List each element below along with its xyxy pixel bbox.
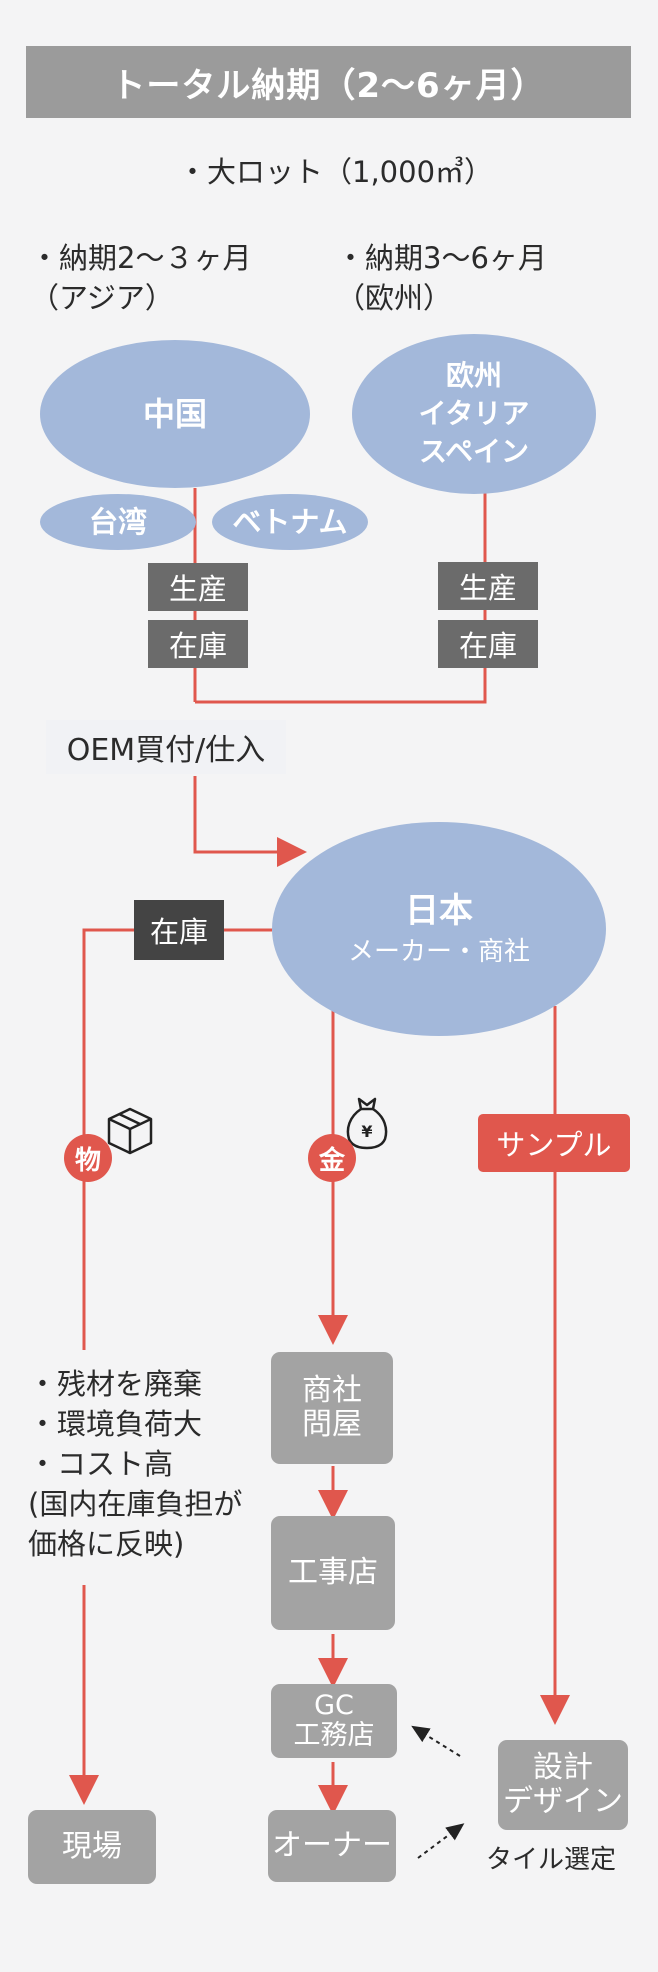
owner-label: オーナー [272, 1828, 392, 1863]
site-label: 現場 [62, 1829, 122, 1864]
china-production-tag: 生産 [148, 563, 248, 611]
japan-subtitle: メーカー・商社 [347, 937, 530, 967]
issue-line4: (国内在庫負担が [28, 1487, 243, 1521]
europe-ellipse: 欧州 イタリア スペイン [352, 334, 596, 494]
import-arrow [193, 776, 307, 867]
design-line2: デザイン [503, 1784, 623, 1819]
china-ellipse: 中国 [40, 340, 310, 488]
lead-time-europe-line2: （欧州） [336, 281, 453, 315]
design-box: 設計 デザイン [498, 1740, 628, 1830]
europe-production-tag: 生産 [438, 562, 538, 610]
europe-label-line3: スペイン [418, 435, 530, 468]
europe-label-line1: 欧州 [445, 359, 502, 392]
page-title: トータル納期（2〜6ヶ月） [111, 65, 546, 106]
box-icon [102, 1102, 158, 1158]
site-box: 現場 [28, 1810, 156, 1884]
oem-purchase-label: OEM買付/仕入 [46, 720, 286, 774]
money-badge: 金 [308, 1134, 356, 1182]
japan-title: 日本 [405, 891, 473, 931]
issue-line3: ・コスト高 [28, 1447, 174, 1481]
gc-line1: GC [314, 1690, 354, 1721]
vietnam-label: ベトナム [232, 505, 348, 539]
gc-line2: 工務店 [293, 1720, 375, 1751]
goods-badge: 物 [64, 1134, 112, 1182]
vietnam-ellipse: ベトナム [212, 494, 368, 550]
large-lot-text: ・大ロット（1,000㎥） [178, 155, 494, 189]
japan-ellipse: 日本 メーカー・商社 [272, 822, 606, 1036]
design-to-gc-arrow [411, 1725, 461, 1757]
europe-stock-tag: 在庫 [438, 620, 538, 668]
contractor-box: 工事店 [271, 1516, 395, 1630]
china-stock-tag: 在庫 [148, 620, 248, 668]
trading-company-box: 商社 問屋 [271, 1352, 393, 1464]
tile-selection-label: タイル選定 [486, 1845, 617, 1875]
title-bar: トータル納期（2〜6ヶ月） [26, 46, 631, 118]
sample-tag: サンプル [478, 1114, 630, 1172]
europe-flow-line [195, 488, 487, 704]
lead-time-europe-line1: ・納期3〜6ヶ月 [336, 241, 547, 275]
taiwan-label: 台湾 [88, 505, 147, 539]
design-line1: 設計 [533, 1750, 593, 1785]
issue-line5: 価格に反映) [28, 1527, 185, 1561]
europe-label-line2: イタリア [418, 397, 530, 430]
trading-line2: 問屋 [302, 1407, 362, 1442]
taiwan-ellipse: 台湾 [40, 494, 196, 550]
design-to-owner-arrow [417, 1823, 465, 1859]
gc-box: GC 工務店 [271, 1684, 397, 1758]
contractor-label: 工事店 [288, 1555, 378, 1590]
trading-line1: 商社 [302, 1373, 362, 1408]
japan-stock-tag: 在庫 [134, 900, 224, 960]
issue-line2: ・環境負荷大 [28, 1407, 203, 1441]
owner-box: オーナー [268, 1810, 396, 1882]
lead-time-asia-line2: （アジア） [30, 281, 174, 315]
money-bag-icon: ¥ [342, 1092, 392, 1152]
issue-line1: ・残材を廃棄 [28, 1367, 203, 1401]
lead-time-asia-line1: ・納期2〜３ヶ月 [30, 241, 252, 275]
china-label: 中国 [142, 395, 207, 433]
svg-text:¥: ¥ [361, 1122, 372, 1141]
